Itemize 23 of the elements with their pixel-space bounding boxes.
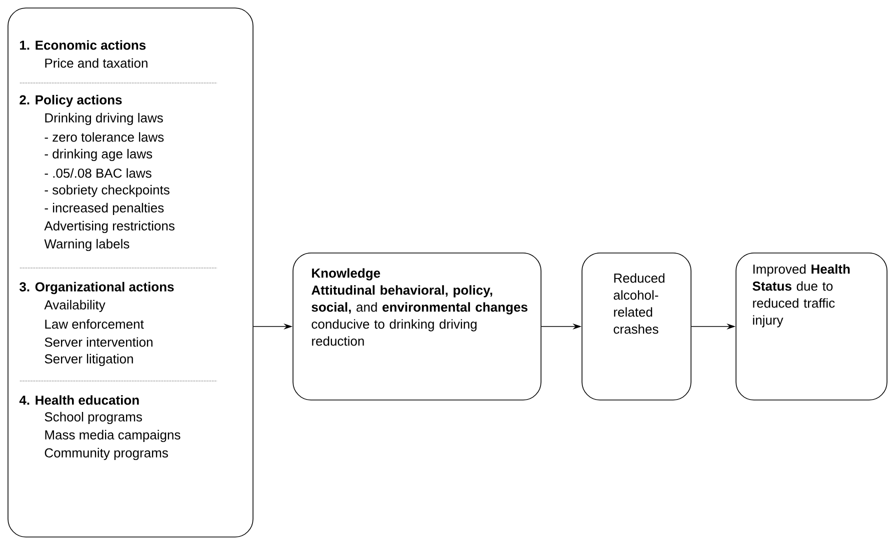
section-heading: 4. Health education	[19, 395, 139, 405]
list-item: Warning labels	[44, 238, 130, 252]
list-item: Community programs	[44, 448, 168, 460]
list-item: Mass media campaigns	[45, 430, 180, 442]
list-item: School programs	[44, 412, 142, 424]
list-item: Price and taxation	[45, 58, 148, 68]
list-item: Availability	[44, 300, 106, 312]
list-item: Server litigation	[44, 354, 133, 366]
section-heading: 3. Organizational actions	[20, 282, 174, 294]
box-text: Reduced alcohol-related crashes	[614, 273, 664, 334]
list-item: - .05/.08 BAC laws	[44, 168, 152, 178]
list-item: - zero tolerance laws	[44, 132, 164, 142]
list-item: - sobriety checkpoints	[44, 184, 170, 198]
box-text: Improved Health Status due to reduced traffic injury	[752, 264, 850, 328]
section-heading: 2. Policy actions	[20, 94, 122, 108]
list-item: - increased penalties	[44, 202, 164, 216]
list-item: - drinking age laws	[44, 148, 152, 162]
list-item: Server intervention	[44, 337, 152, 347]
list-item: Drinking driving laws	[45, 112, 163, 126]
box-text: Knowledge Attitudinal behavioral, policy, social, and environmental changes conducive to drinking driving reduction	[312, 268, 528, 346]
list-item: Law enforcement	[45, 319, 144, 329]
section-heading: 1. Economic actions	[20, 40, 146, 50]
list-item: Advertising restrictions	[44, 220, 174, 234]
